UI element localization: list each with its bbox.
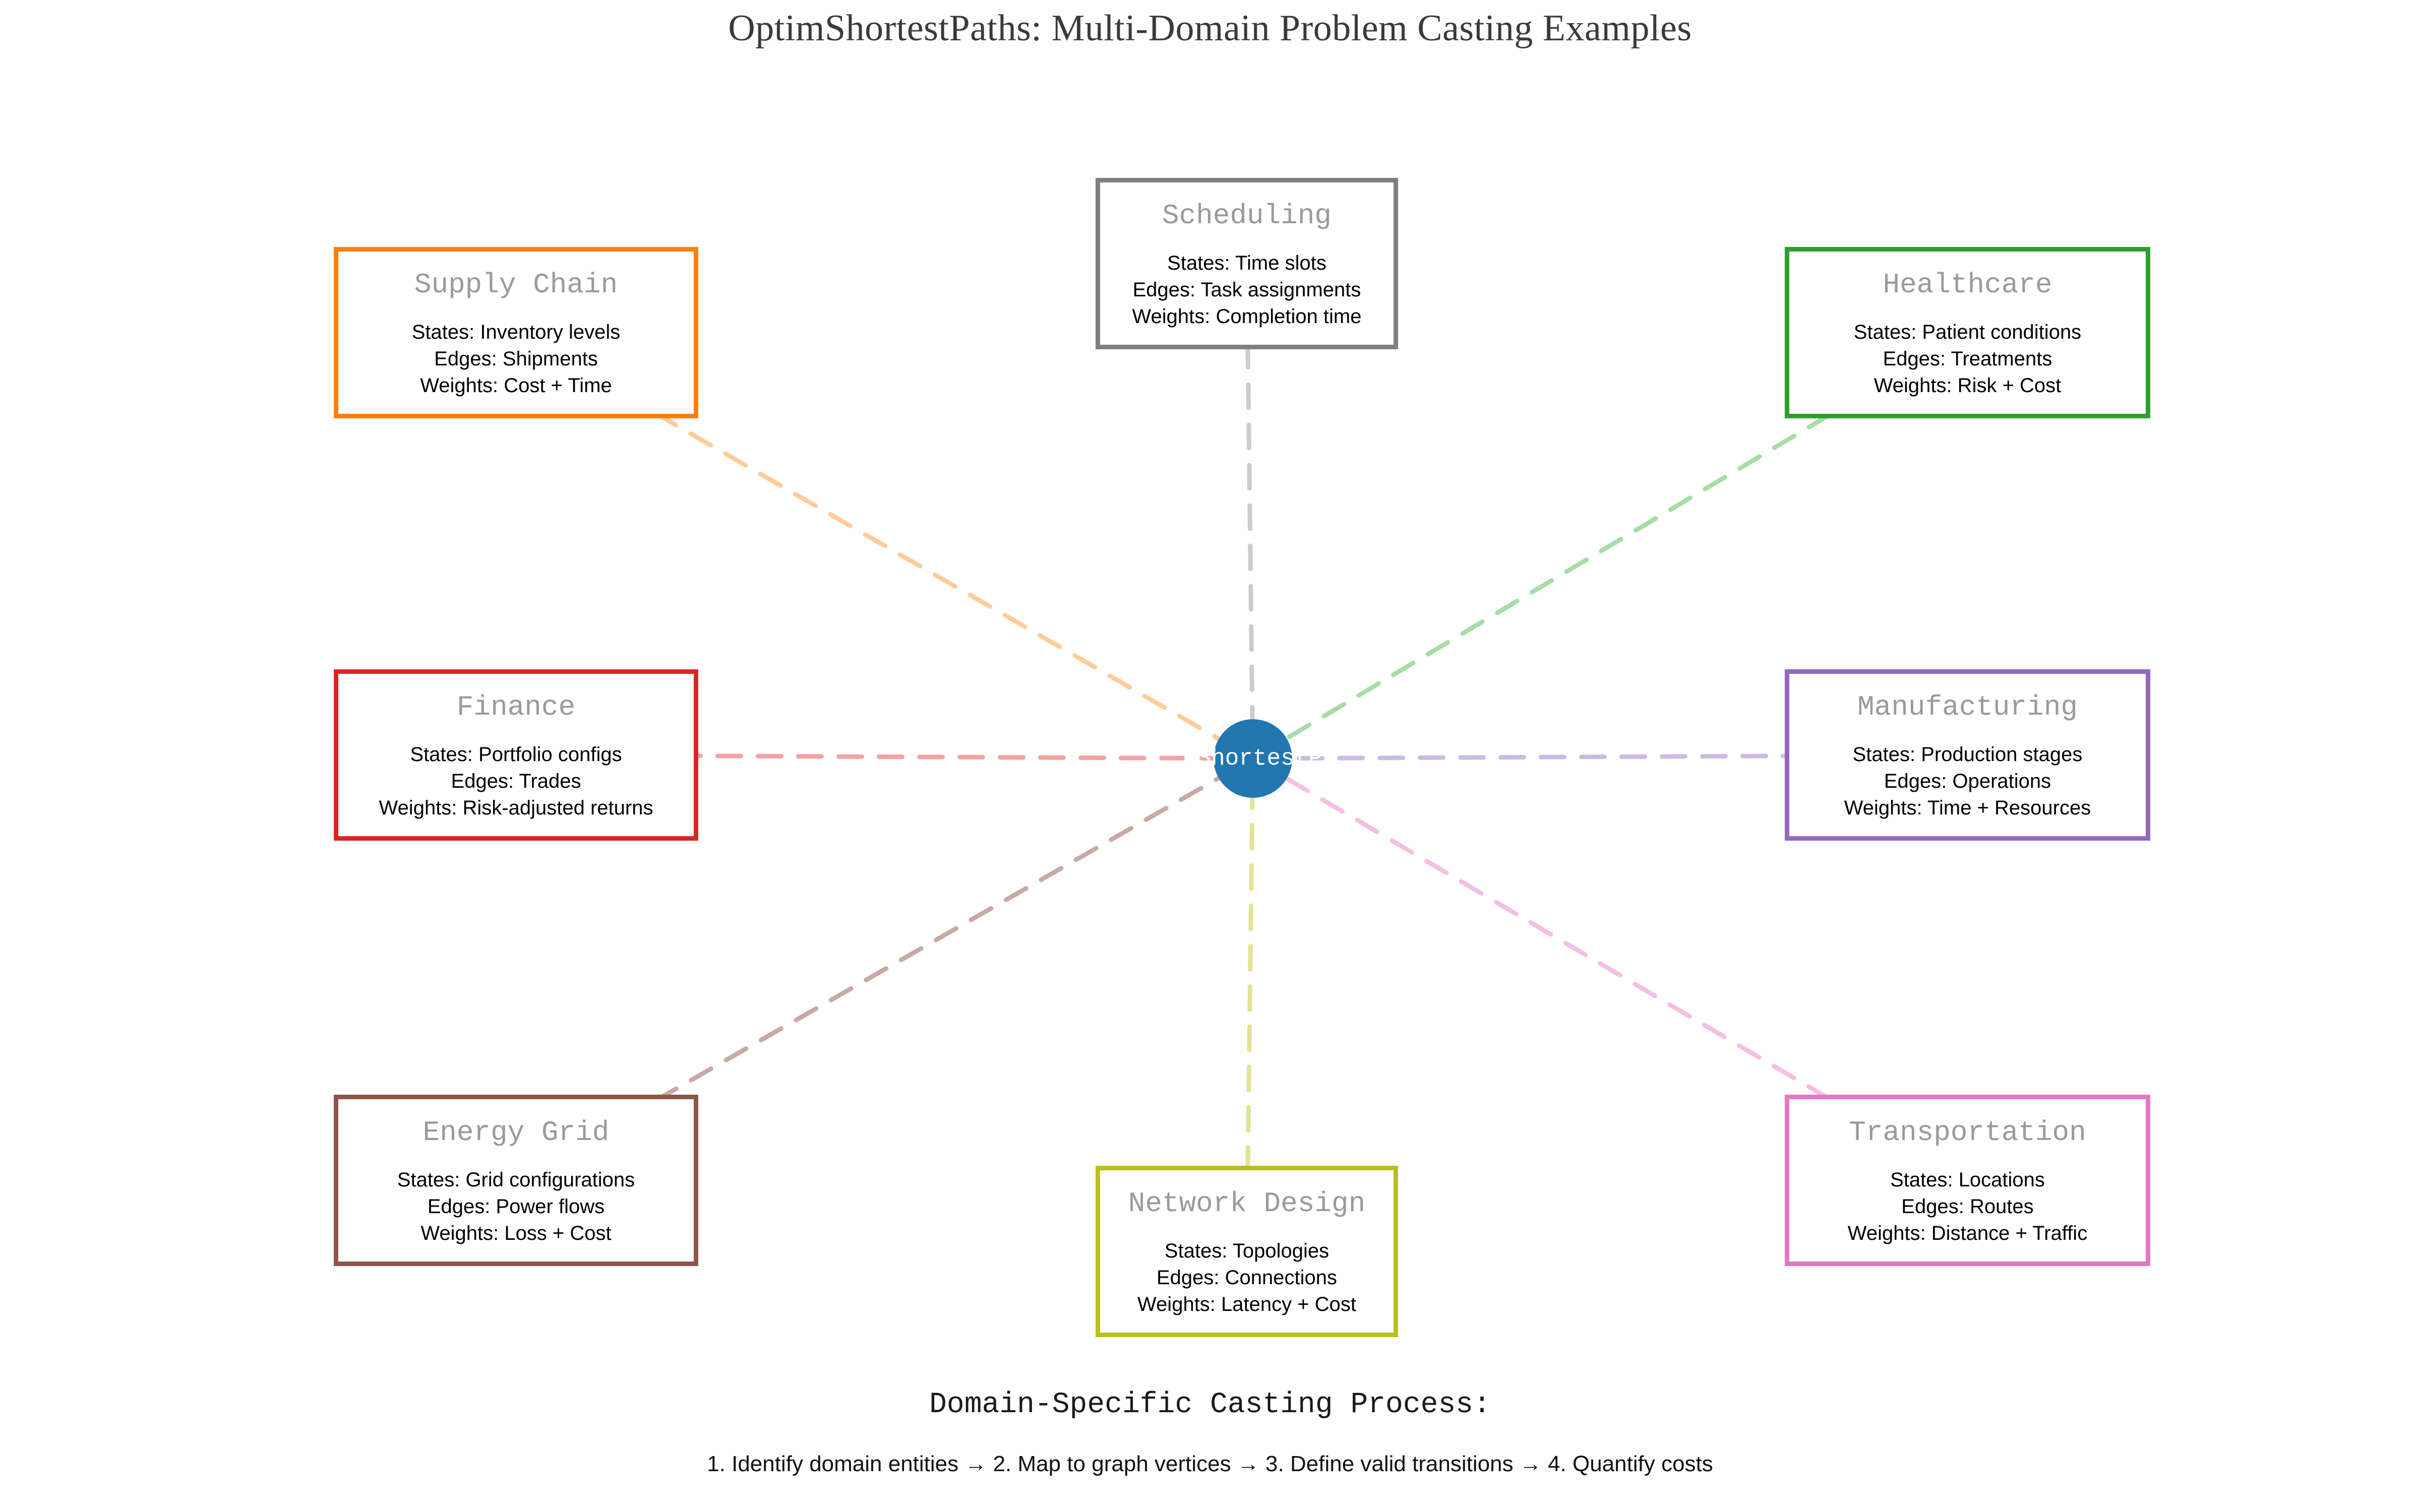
domain-states-line: States: Grid configurations xyxy=(397,1169,635,1191)
domain-title: Supply Chain xyxy=(414,269,618,301)
domain-title: Energy Grid xyxy=(422,1116,610,1149)
domain-states-line: States: Time slots xyxy=(1167,252,1326,274)
domain-weights-line: Weights: Risk + Cost xyxy=(1873,374,2062,397)
domain-edges-line: Edges: Operations xyxy=(1884,770,2051,793)
domain-states-line: States: Topologies xyxy=(1164,1240,1329,1262)
domain-edges-line: Edges: Power flows xyxy=(427,1195,605,1218)
domain-title: Healthcare xyxy=(1883,269,2052,301)
domain-weights-line: Weights: Cost + Time xyxy=(420,374,612,397)
center-node[interactable]: mShortestP xyxy=(1183,719,1322,798)
domain-title: Network Design xyxy=(1128,1187,1366,1220)
domain-edges-line: Edges: Routes xyxy=(1901,1195,2034,1218)
domain-weights-line: Weights: Latency + Cost xyxy=(1137,1293,1356,1316)
domain-weights-line: Weights: Time + Resources xyxy=(1844,797,2091,820)
domain-title: Finance xyxy=(456,691,576,723)
domain-states-line: States: Locations xyxy=(1890,1169,2045,1191)
caption-heading: Domain-Specific Casting Process: xyxy=(929,1389,1491,1421)
domain-edges-line: Edges: Trades xyxy=(451,770,581,793)
domain-weights-line: Weights: Risk-adjusted returns xyxy=(379,797,653,820)
center-node-label: mShortestP xyxy=(1183,745,1323,772)
domain-edges-line: Edges: Treatments xyxy=(1883,348,2052,370)
domain-edges-line: Edges: Shipments xyxy=(434,348,598,370)
domain-weights-line: Weights: Distance + Traffic xyxy=(1847,1222,2088,1245)
domain-states-line: States: Production stages xyxy=(1852,743,2083,766)
domain-edges-line: Edges: Connections xyxy=(1156,1267,1337,1289)
caption-steps: 1. Identify domain entities → 2. Map to … xyxy=(707,1452,1713,1476)
domain-states-line: States: Inventory levels xyxy=(411,321,621,343)
domain-states-line: States: Portfolio configs xyxy=(410,743,622,766)
domain-weights-line: Weights: Completion time xyxy=(1132,305,1362,328)
domain-edges-line: Edges: Task assignments xyxy=(1132,279,1361,301)
domain-title: Transportation xyxy=(1849,1116,2086,1149)
domain-title: Scheduling xyxy=(1162,200,1332,232)
page-title: OptimShortestPaths: Multi-Domain Problem… xyxy=(728,8,1692,49)
domain-title: Manufacturing xyxy=(1857,691,2078,723)
domain-weights-line: Weights: Loss + Cost xyxy=(420,1222,612,1245)
domain-states-line: States: Patient conditions xyxy=(1853,321,2082,343)
